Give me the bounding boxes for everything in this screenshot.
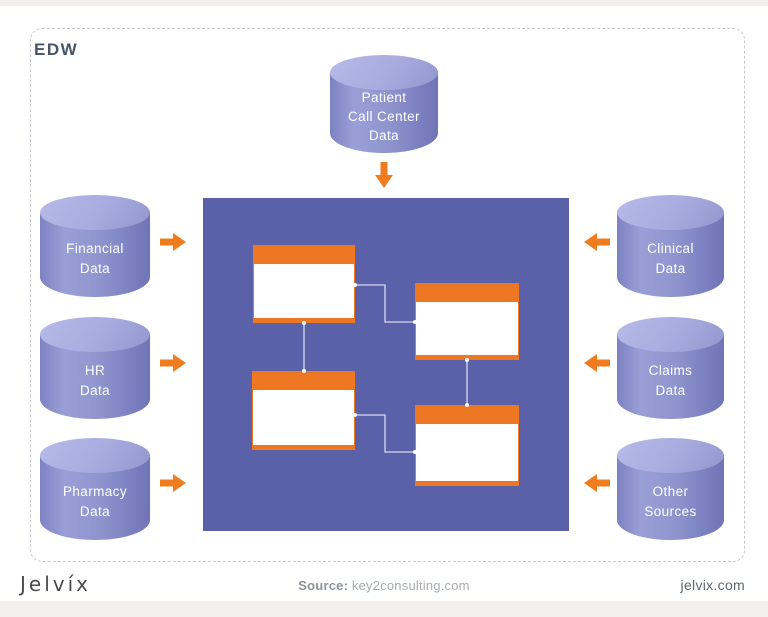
schema-table-body [416, 424, 518, 481]
schema-table-body [253, 390, 354, 445]
arrow-right-icon [160, 354, 186, 372]
source-label: HR Data [79, 363, 111, 398]
schema-table-3 [252, 371, 355, 450]
source-credit: Source: key2consulting.com [298, 578, 469, 593]
arrow-left-icon [584, 474, 610, 492]
source-cylinder-hr-data: HR Data [40, 317, 150, 419]
cylinder-top-ellipse [40, 195, 150, 230]
cylinder-top-ellipse [617, 195, 724, 230]
source-label: Patient Call Center Data [348, 89, 420, 144]
schema-table-body [254, 264, 354, 318]
source-label: Pharmacy Data [63, 484, 127, 519]
source-label: Other Sources [644, 484, 697, 519]
footer: Jelvíx Source: key2consulting.com jelvix… [0, 568, 768, 601]
source-cylinder-claims-data: Claims Data [617, 317, 724, 419]
source-credit-value: key2consulting.com [348, 578, 470, 593]
schema-table-body [416, 302, 518, 355]
jelvix-logo: Jelvíx [20, 572, 91, 596]
source-label: Financial Data [66, 241, 124, 276]
source-cylinder-pharmacy-data: Pharmacy Data [40, 438, 150, 540]
cylinder-top-ellipse [40, 438, 150, 473]
source-label: Clinical Data [647, 241, 694, 276]
website-text: jelvix.com [680, 577, 745, 593]
source-cylinder-patient-call-center: Patient Call Center Data [330, 55, 438, 153]
arrow-left-icon [584, 233, 610, 251]
schema-table-2 [415, 283, 519, 360]
arrow-right-icon [160, 474, 186, 492]
cylinder-top-ellipse [617, 317, 724, 352]
source-cylinder-financial-data: Financial Data [40, 195, 150, 297]
cylinder-top-ellipse [330, 55, 438, 90]
cylinder-top-ellipse [40, 317, 150, 352]
arrow-down-icon [375, 162, 393, 188]
arrow-right-icon [160, 233, 186, 251]
source-cylinder-other-sources: Other Sources [617, 438, 724, 540]
schema-table-1 [253, 245, 355, 323]
cylinder-top-ellipse [617, 438, 724, 473]
edw-title: EDW [34, 40, 79, 59]
edw-dashed-frame [30, 28, 745, 562]
source-label: Claims Data [648, 363, 693, 398]
schema-table-4 [415, 405, 519, 486]
source-cylinder-clinical-data: Clinical Data [617, 195, 724, 297]
page-bottom-strip [0, 601, 768, 617]
arrow-left-icon [584, 354, 610, 372]
source-credit-label: Source: [298, 578, 349, 593]
page-top-strip [0, 0, 768, 6]
